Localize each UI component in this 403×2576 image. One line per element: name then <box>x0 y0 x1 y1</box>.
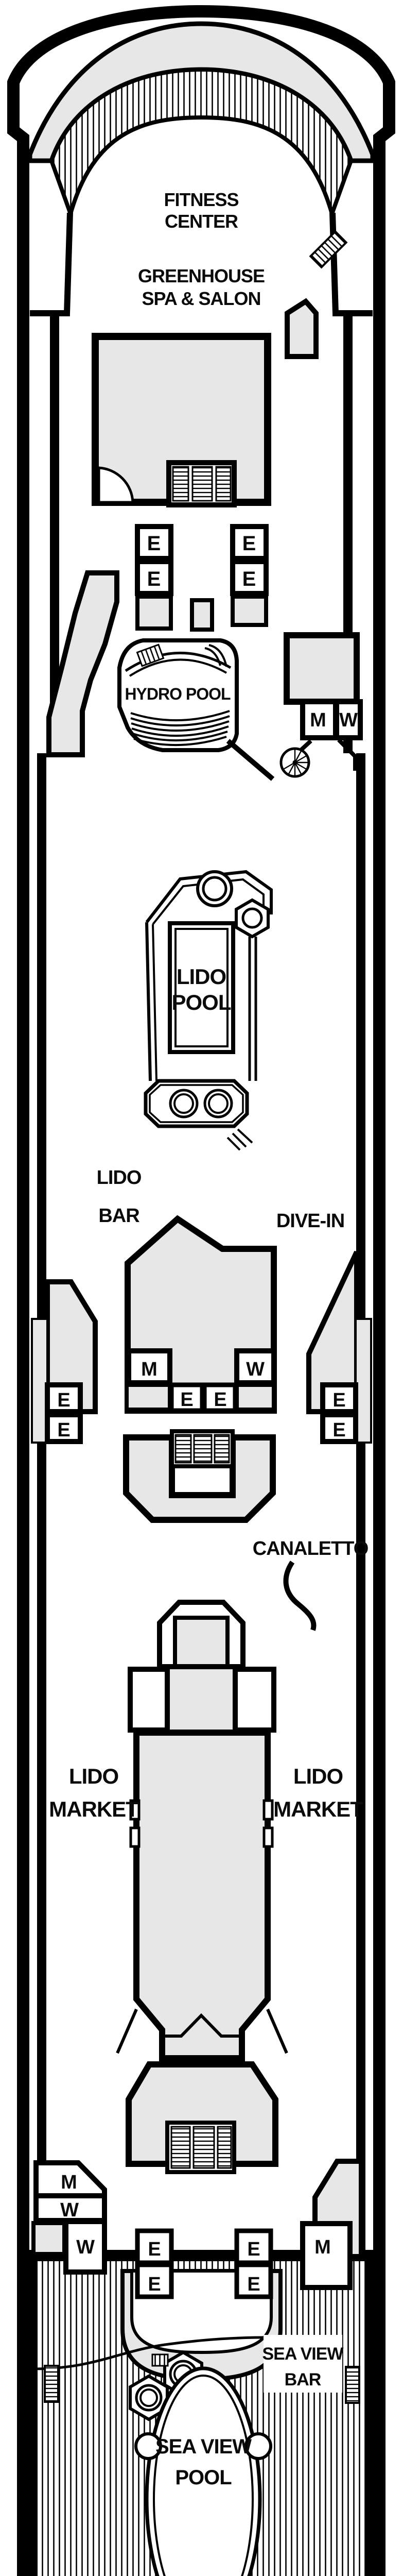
midship-stair-structure <box>123 1434 276 1523</box>
sea-view-bar-label-line2: BAR <box>285 2370 321 2389</box>
aft-rooms-starboard: M <box>300 2159 364 2290</box>
restrooms-forward: M W <box>296 699 363 771</box>
lido-market-port-label-line1: LIDO <box>69 1764 118 1788</box>
sea-view-bar-label-line1: SEA VIEW <box>262 2344 344 2364</box>
lido-pool-basin <box>168 921 235 1054</box>
elevator-bank-forward-port: E E <box>135 524 173 631</box>
lido-bar-label-line2: BAR <box>98 1205 139 1227</box>
lido-pool-label-line1: LIDO <box>177 964 226 989</box>
aft-windbreak-curve <box>33 2336 265 2370</box>
forward-wall-port <box>30 212 73 316</box>
spa-side-room <box>285 298 319 359</box>
ladder-icon-port <box>44 2365 59 2403</box>
sea-view-pool-label-line2: POOL <box>175 2466 232 2489</box>
elevator-bank-midship-port: E E <box>45 1382 83 1444</box>
elevator-letter: E <box>332 1389 345 1411</box>
elevator-letter: E <box>332 1419 345 1441</box>
elevator-bank-forward-starboard: E E <box>230 524 269 627</box>
womens-room-letter: W <box>76 2236 95 2258</box>
fitness-center-label-line1: FITNESS <box>164 189 238 210</box>
aft-stairs-flight-3 <box>217 2126 232 2169</box>
aft-stairs-flight-2 <box>192 2126 215 2169</box>
spiral-staircase-icon <box>279 747 310 778</box>
deckhouse-corner-line <box>226 739 275 781</box>
lido-market-starboard-label-line2: MARKET <box>273 1797 363 1821</box>
spa-stairs-flight-3 <box>215 466 232 502</box>
elevator-letter: E <box>247 2274 260 2295</box>
spa-label-line1: GREENHOUSE <box>138 265 265 286</box>
lido-market-port-label-line2: MARKET <box>49 1797 139 1821</box>
machinery-block <box>284 632 360 705</box>
womens-room-letter: W <box>60 2199 79 2221</box>
lido-pool-area: LIDO POOL <box>144 870 273 1151</box>
elevator-letter: E <box>247 2239 260 2260</box>
elevator-letter: E <box>180 1389 193 1411</box>
ladder-icon-starboard <box>345 2366 360 2404</box>
sea-view-pool: SEA VIEW POOL <box>134 2366 272 2576</box>
sea-view-bar: SEA VIEW BAR <box>262 2335 344 2393</box>
hydro-pool: HYDRO POOL <box>117 638 239 752</box>
stairs-icon-forward <box>309 230 348 269</box>
elevator-letter: E <box>148 2274 161 2295</box>
hydro-pool-label: HYDRO POOL <box>125 685 231 703</box>
mens-room-letter: M <box>61 2172 77 2193</box>
elevator-letter: E <box>214 1389 226 1411</box>
mens-room-letter: M <box>141 1359 157 1380</box>
midship-stairs-flight-1 <box>174 1434 192 1464</box>
whirlpool-steps-icon <box>151 2353 169 2367</box>
midship-stairs-flight-2 <box>193 1434 213 1464</box>
elevator-letter: E <box>242 532 256 555</box>
elevator-bank-midship-center: E E <box>125 1382 276 1413</box>
elevator-letter: E <box>148 2239 161 2260</box>
mens-room-letter: M <box>314 2236 331 2258</box>
canaletto-partition-curve <box>283 1561 317 1631</box>
sea-view-pool-label-line1: SEA VIEW <box>155 2435 252 2458</box>
lido-market-starboard-label-line1: LIDO <box>293 1764 343 1788</box>
spa-stairs-flight-2 <box>191 466 213 502</box>
elevator-bank-midship-starboard: E E <box>320 1382 358 1444</box>
elevator-letter: E <box>242 568 256 590</box>
service-block <box>231 595 268 627</box>
dive-in-label: DIVE-IN <box>276 1210 344 1232</box>
funnel-casing <box>46 570 119 757</box>
hydro-pool-steps-icon <box>136 643 165 667</box>
elevator-letter: E <box>57 1419 70 1441</box>
whirlpool-hex <box>235 898 270 939</box>
spa-door-arc <box>97 466 134 504</box>
mens-room-letter: M <box>310 709 326 731</box>
womens-room-letter: W <box>339 709 358 731</box>
aft-stairs-flight-1 <box>170 2126 191 2169</box>
lido-bar-label-line1: LIDO <box>97 1167 142 1189</box>
aft-rooms-port: M W W <box>31 2160 107 2275</box>
elevator-letter: E <box>147 568 161 590</box>
canaletto-label: CANALETTO <box>253 1538 369 1560</box>
elevator-letter: E <box>147 532 161 555</box>
lido-market-buffet <box>116 1600 288 2061</box>
spa-stairs-flight-1 <box>172 466 189 502</box>
elevator-letter: E <box>57 1389 70 1411</box>
womens-room-letter: W <box>246 1359 265 1380</box>
service-block <box>135 595 173 631</box>
dumbwaiter-block <box>190 598 214 632</box>
lido-pool-label-line2: POOL <box>171 990 231 1014</box>
midship-stairs-flight-3 <box>214 1434 230 1464</box>
spa-label-line2: SPA & SALON <box>142 288 260 309</box>
fitness-center-label-line2: CENTER <box>165 211 238 232</box>
